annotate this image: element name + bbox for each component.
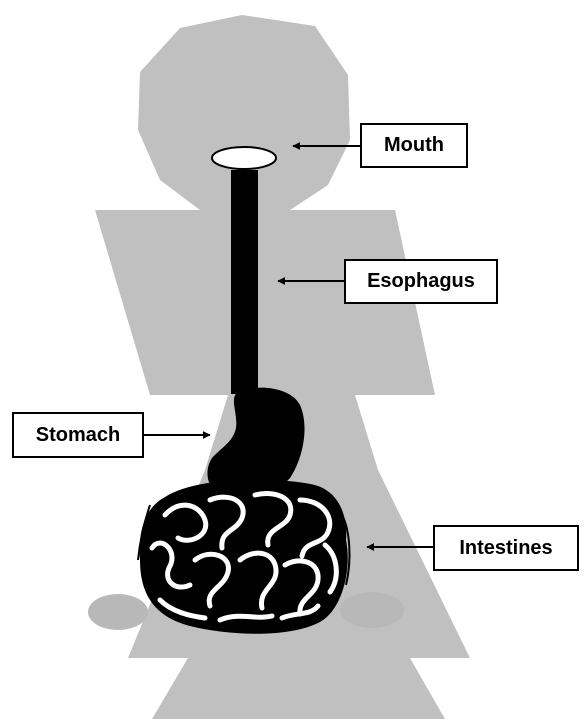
intestines-label: Intestines	[433, 525, 579, 571]
faint-hand-right	[340, 592, 404, 628]
stomach-label: Stomach	[12, 412, 144, 458]
intestines-shape	[138, 480, 349, 634]
esophagus-shape	[231, 170, 258, 394]
esophagus-label: Esophagus	[344, 259, 498, 304]
mouth-label: Mouth	[360, 123, 468, 168]
mouth-shape	[212, 147, 276, 169]
faint-hand-left	[88, 594, 148, 630]
